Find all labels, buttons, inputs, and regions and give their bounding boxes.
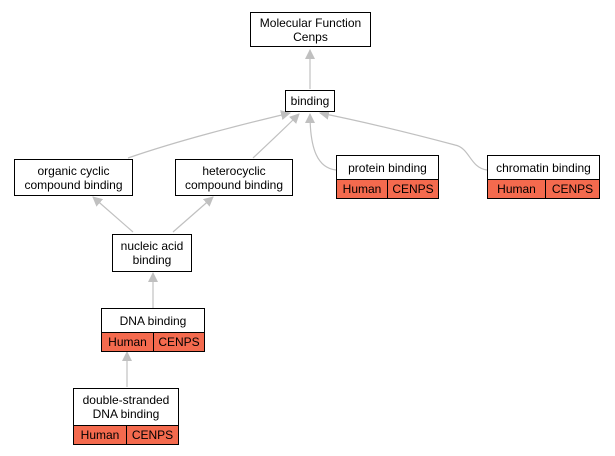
gene-cell[interactable]: CENPS <box>153 333 204 351</box>
node-dna-binding[interactable]: DNA binding Human CENPS <box>101 308 205 352</box>
node-label: organic cyclic compound binding <box>24 163 123 192</box>
annotation-row: Human CENPS <box>74 425 178 444</box>
species-cell[interactable]: Human <box>337 180 387 198</box>
node-molecular-function[interactable]: Molecular Function Cenps <box>250 12 371 47</box>
node-label: nucleic acid binding <box>120 239 184 267</box>
node-chromatin-binding[interactable]: chromatin binding Human CENPS <box>487 155 600 199</box>
annotation-row: Human CENPS <box>488 179 599 198</box>
edge-hetero-to-binding <box>252 113 300 159</box>
edge-protein-to-binding <box>305 113 337 171</box>
node-heterocyclic-compound-binding[interactable]: heterocyclic compound binding <box>175 159 293 196</box>
gene-cell[interactable]: CENPS <box>126 426 178 444</box>
gene-cell[interactable]: CENPS <box>387 180 438 198</box>
node-label: chromatin binding <box>496 160 591 175</box>
node-double-stranded-dna-binding[interactable]: double-stranded DNA binding Human CENPS <box>73 388 179 445</box>
species-cell[interactable]: Human <box>102 333 153 351</box>
edge-nucleic-to-hetero <box>172 196 214 233</box>
node-organic-cyclic-compound-binding[interactable]: organic cyclic compound binding <box>14 159 133 196</box>
edge-organic-to-binding <box>127 110 291 159</box>
node-label: double-stranded DNA binding <box>82 393 170 421</box>
node-label: heterocyclic compound binding <box>184 163 284 192</box>
annotation-row: Human CENPS <box>337 179 438 198</box>
node-label: DNA binding <box>119 313 187 328</box>
node-label: Molecular Function Cenps <box>259 15 362 44</box>
node-protein-binding[interactable]: protein binding Human CENPS <box>336 155 439 199</box>
species-cell[interactable]: Human <box>74 426 126 444</box>
gene-cell[interactable]: CENPS <box>545 180 599 198</box>
edge-chromatin-to-binding <box>319 109 488 171</box>
node-label: protein binding <box>348 160 427 175</box>
annotation-row: Human CENPS <box>102 332 204 351</box>
node-nucleic-acid-binding[interactable]: nucleic acid binding <box>112 234 192 272</box>
edge-nucleic-to-organic <box>92 196 134 233</box>
node-binding[interactable]: binding <box>285 90 335 112</box>
node-label: binding <box>290 94 330 108</box>
species-cell[interactable]: Human <box>488 180 545 198</box>
